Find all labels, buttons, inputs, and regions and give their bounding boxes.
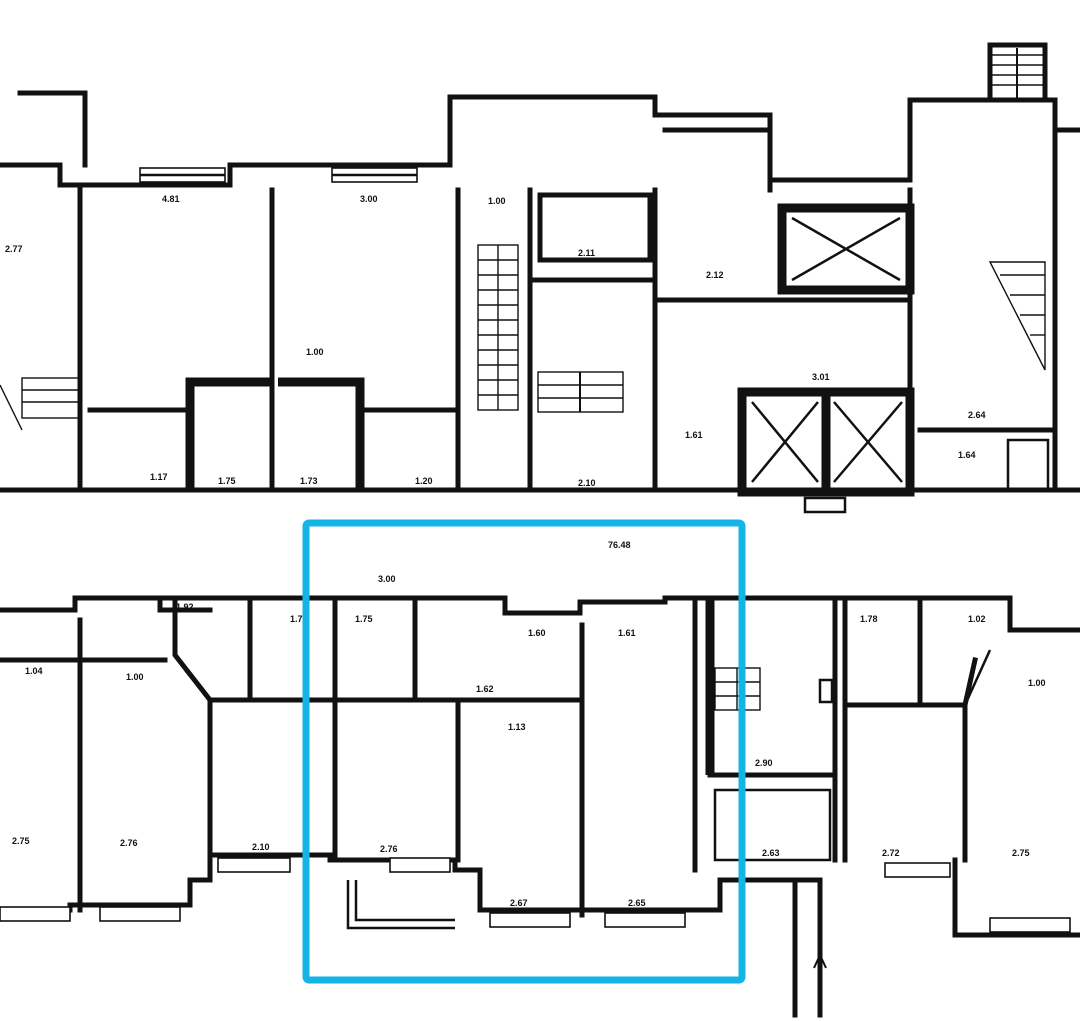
stair-top-right <box>990 48 1045 98</box>
dim-label: 1.60 <box>528 628 546 638</box>
lower-block <box>0 595 1080 1018</box>
dim-label: 2.63 <box>762 848 780 858</box>
dim-label: 2.90 <box>755 758 773 768</box>
dim-label: 2.75 <box>12 836 30 846</box>
dim-label: 2.76 <box>120 838 138 848</box>
dim-label: 1.00 <box>488 196 506 206</box>
dim-label: 2.75 <box>1012 848 1030 858</box>
dim-label: 4.81 <box>162 194 180 204</box>
dim-label: 2.11 <box>578 248 595 258</box>
stair-lower-center <box>714 667 761 711</box>
dim-label: 1.02 <box>968 614 986 624</box>
dim-label: 1.75 <box>355 614 373 624</box>
dim-label: 1.75 <box>290 614 308 624</box>
stair-upper-right <box>988 261 1046 371</box>
upper-block <box>0 42 1080 514</box>
dim-label: 1.75 <box>218 476 236 486</box>
dim-label: 3.00 <box>378 574 396 584</box>
dim-label: 2.67 <box>510 898 528 908</box>
dim-label: 1.20 <box>415 476 433 486</box>
dim-label: 2.10 <box>252 842 270 852</box>
dimension-labels: 4.81 3.00 2.77 1.00 2.11 2.12 3.01 2.64 … <box>5 194 1046 908</box>
dim-label: 3.00 <box>360 194 378 204</box>
dim-label: 1.92 <box>176 602 194 612</box>
dim-label: 3.01 <box>812 372 830 382</box>
dim-label: 2.72 <box>882 848 900 858</box>
dim-label: 2.65 <box>628 898 646 908</box>
dim-label: 1.73 <box>300 476 318 486</box>
selected-apartment-highlight <box>302 519 746 984</box>
dim-label: 2.64 <box>968 410 986 420</box>
dim-label: 1.00 <box>306 347 324 357</box>
dim-label: 1.13 <box>508 722 526 732</box>
stair-upper-middle <box>477 244 519 411</box>
dim-label: 2.12 <box>706 270 724 280</box>
dim-label: 1.17 <box>150 472 168 482</box>
dim-label: 1.04 <box>25 666 43 676</box>
dim-label: 1.62 <box>476 684 494 694</box>
dim-label: 2.77 <box>5 244 23 254</box>
dim-label: 1.00 <box>126 672 144 682</box>
dim-label: 1.61 <box>685 430 703 440</box>
stair-upper-left <box>0 377 81 431</box>
dim-label: 2.76 <box>380 844 398 854</box>
dim-label: 76.48 <box>608 540 631 550</box>
stair-upper-center <box>537 371 624 413</box>
dim-label: 1.64 <box>958 450 976 460</box>
dim-label: 1.61 <box>618 628 636 638</box>
dim-label: 1.78 <box>860 614 878 624</box>
dim-label: 2.10 <box>578 478 596 488</box>
dim-label: 1.00 <box>1028 678 1046 688</box>
